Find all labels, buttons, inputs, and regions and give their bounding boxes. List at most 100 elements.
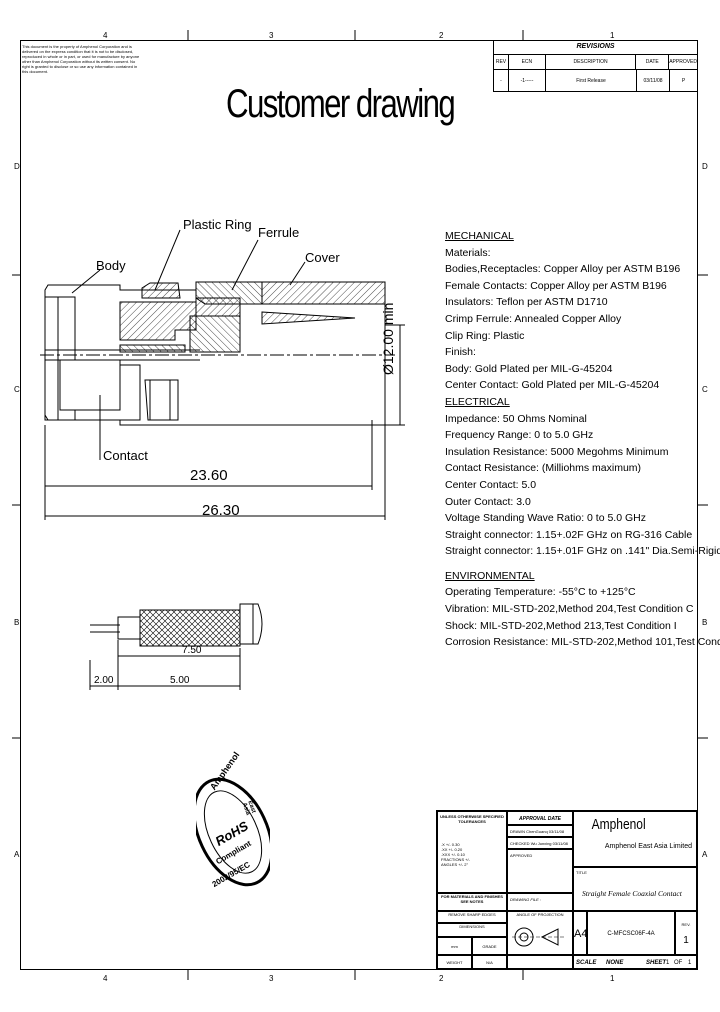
company-name: Amphenol (591, 816, 646, 833)
surface-note: REMOVE SHARP EDGES (437, 911, 507, 923)
spec-line: Materials: (445, 246, 491, 259)
sheet-value: 1 (666, 960, 670, 966)
checked-label: CHECKED (510, 841, 530, 846)
rev-cell-description: First Release (546, 70, 637, 92)
rev-col-date: DATE (636, 55, 670, 69)
rev-col-ecn: ECN (509, 55, 546, 69)
dimensions-label: DIMENSIONS (437, 923, 507, 937)
approval-head: APPROVAL DATE (507, 811, 573, 825)
zone-left-a: A (14, 850, 20, 859)
projection-cell: ANGLE OF PROJECTION (507, 911, 573, 955)
rev-label: REV. (681, 922, 691, 927)
rev-cell-approved: P (681, 78, 686, 84)
checked-row: CHECKED Wu Junxing 03/11/08 (507, 837, 573, 849)
sheet-total: 1 (688, 960, 692, 966)
rev-value: 1 (683, 935, 689, 946)
label-ferrule: Ferrule (258, 225, 300, 240)
tol-line: .XX +/- 0.20 (441, 847, 463, 852)
grade-label: GRADE (472, 937, 507, 955)
spec-line: Frequency Range: 0 to 5.0 GHz (445, 429, 594, 442)
part-title: Straight Female Coaxial Contact (582, 889, 682, 898)
spec-line: Finish: (445, 346, 476, 359)
revisions-columns: REV ECN DESCRIPTION DATE APPROVED (494, 55, 697, 70)
drawing-file-label: DRAWING FILE : (507, 893, 573, 911)
mechanical-heading: MECHANICAL (445, 230, 514, 242)
scale-label: SCALE (576, 960, 597, 966)
label-plastic-ring: Plastic Ring (183, 217, 252, 232)
label-body: Body (96, 258, 126, 273)
dim-2-00: 2.00 (94, 675, 114, 686)
tol-line: FRACTIONS +/- (441, 857, 471, 862)
rohs-stamp: Amphenol RoHS Compliant 2002/95/EC East … (192, 750, 274, 894)
rev-col-approved: APPROVED (669, 59, 697, 65)
spec-line: Straight connector: 1.15+.02F GHz on RG-… (445, 528, 693, 541)
rev-cell-ecn: -1----- (509, 70, 546, 92)
dim-23-60: 23.60 (190, 467, 228, 484)
drawn-row: DRAWN ChenGuanq 03/11/08 (507, 825, 573, 837)
label-cover: Cover (305, 250, 340, 265)
spec-line: Body: Gold Plated per MIL-G-45204 (445, 362, 613, 375)
rev-col-rev: REV (494, 55, 509, 69)
scale-value: NONE (606, 960, 624, 966)
spec-line: Center Contact: Gold Plated per MIL-G-45… (445, 379, 660, 392)
spec-line: Bodies,Receptacles: Copper Alloy per AST… (445, 263, 681, 276)
spec-line: Clip Ring: Plastic (445, 329, 525, 342)
rev-cell-date: 03/11/08 (637, 70, 670, 92)
size-value: A4 (573, 911, 587, 955)
environmental-heading: ENVIRONMENTAL (445, 569, 535, 582)
tol-line: .XXX +/- 0.10 (441, 852, 465, 857)
zone-top-1: 1 (610, 31, 615, 40)
electrical-heading: ELECTRICAL (445, 395, 510, 408)
spec-line: Straight connector: 1.15+.01F GHz on .14… (445, 545, 720, 558)
drawing-number: C-MFCSC06F-4A (587, 911, 675, 955)
tol-line: ANGLES +/- 2° (441, 862, 469, 867)
sheet-of: OF (674, 960, 683, 966)
projection-symbol-icon (512, 927, 564, 947)
zone-top-2: 2 (439, 31, 444, 40)
tolerances-cell: UNLESS OTHERWISE SPECIFIED TOLERANCES .X… (437, 811, 507, 893)
zone-left-d: D (14, 162, 20, 171)
weight-label: WEIGHT (437, 955, 472, 969)
spec-line: Crimp Ferrule: Annealed Copper Alloy (445, 312, 622, 325)
proprietary-notice: This document is the property of Ampheno… (22, 44, 140, 74)
zone-top-3: 3 (269, 31, 274, 40)
rev-col-description: DESCRIPTION (546, 55, 637, 69)
tol-line: .X +/- 0.30 (441, 842, 460, 847)
zone-right-b: B (702, 618, 708, 627)
spec-line: Outer Contact: 3.0 (445, 495, 531, 508)
spec-line: Corrosion Resistance: MIL-STD-202,Method… (445, 636, 720, 649)
dim-7-50: 7.50 (182, 645, 202, 656)
dim-26-30: 26.30 (202, 502, 240, 519)
title-label: TITLE (576, 870, 587, 875)
label-contact: Contact (103, 448, 148, 463)
approved-label: APPROVED (507, 849, 573, 893)
drawn-label: DRAWN (510, 829, 525, 834)
zone-bottom-3: 3 (269, 974, 274, 983)
spec-line: Impedance: 50 Ohms Nominal (445, 412, 587, 425)
zone-left-c: C (14, 385, 20, 394)
zone-right-d: D (702, 162, 708, 171)
tolerances-head: UNLESS OTHERWISE SPECIFIED TOLERANCES (440, 814, 504, 824)
zone-bottom-4: 4 (103, 974, 108, 983)
rohs-seal (192, 777, 274, 887)
spec-line: Insulation Resistance: 5000 Megohms Mini… (445, 445, 669, 458)
zone-top-4: 4 (103, 31, 108, 40)
spec-line: Voltage Standing Wave Ratio: 0 to 5.0 GH… (445, 512, 646, 525)
spec-line: Operating Temperature: -55°C to +125°C (445, 586, 636, 599)
connector-section-drawing (40, 229, 405, 690)
projection-label: ANGLE OF PROJECTION (516, 912, 564, 917)
revisions-row: - -1----- First Release 03/11/08 P (494, 70, 697, 92)
spec-line: Contact Resistance: (Milliohms maximum) (445, 462, 642, 475)
zone-bottom-1: 1 (610, 974, 615, 983)
revisions-header: REVISIONS (494, 40, 697, 55)
dim-5-00: 5.00 (170, 675, 190, 686)
zone-right-a: A (702, 850, 708, 859)
sheet-label: SHEET (646, 960, 667, 966)
material-note: FOR MATERIALS AND FINISHES SEE NOTES (437, 893, 507, 911)
page-title: Customer drawing (226, 82, 456, 126)
title-block: UNLESS OTHERWISE SPECIFIED TOLERANCES .X… (436, 810, 698, 970)
spec-line: Shock: MIL-STD-202,Method 213,Test Condi… (445, 619, 677, 632)
title-cell: TITLE Straight Female Coaxial Contact (573, 867, 697, 911)
spec-line: Insulators: Teflon per ASTM D1710 (445, 296, 608, 309)
spec-line: Vibration: MIL-STD-202,Method 204,Test C… (445, 603, 694, 616)
